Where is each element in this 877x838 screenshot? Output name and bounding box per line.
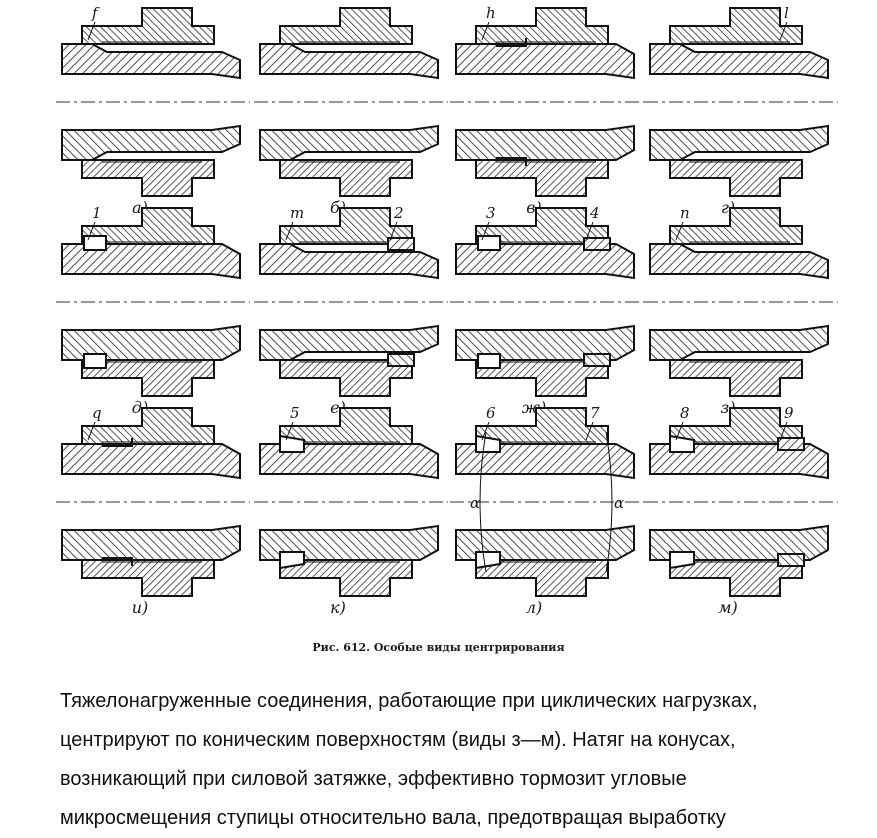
- view-d: 1д): [56, 204, 250, 417]
- angle-mark: α: [470, 494, 480, 512]
- paragraph-line-1: Тяжелонагруженные соединения, работающие…: [60, 690, 758, 712]
- view-b: б): [254, 7, 448, 217]
- paragraph-line-2: центрируют по коническим поверхностям (в…: [60, 729, 736, 751]
- body-paragraph: Тяжелонагруженные соединения, работающие…: [60, 682, 850, 838]
- view-label: м): [718, 598, 738, 617]
- view-k: 5 к): [254, 404, 448, 617]
- callout-label: l: [784, 4, 789, 22]
- callout-label: 4: [589, 204, 600, 222]
- view-label: к): [330, 598, 346, 617]
- callout-label: 1: [92, 204, 102, 222]
- paragraph-line-4: микросмещения ступицы относительно вала,…: [60, 807, 726, 829]
- callout-label: q: [92, 404, 102, 422]
- view-z: nз): [644, 204, 838, 417]
- view-label: и): [132, 598, 149, 617]
- callout-label: m: [290, 204, 304, 222]
- callout-label: 5: [290, 404, 300, 422]
- callout-label: 6: [486, 404, 496, 422]
- figure-caption: Рис. 612. Особые виды центрирования: [312, 641, 565, 654]
- callout-label: 2: [393, 204, 404, 222]
- view-v: hв): [450, 4, 644, 217]
- view-i: q и): [56, 404, 250, 617]
- callout-label: 8: [680, 404, 690, 422]
- callout-label: 7: [590, 404, 600, 422]
- callout-label: f: [91, 4, 100, 22]
- paragraph-line-3: возникающий при силовой затяжке, эффекти…: [60, 768, 687, 790]
- callout-label: h: [486, 4, 496, 22]
- view-g: lг): [644, 4, 838, 217]
- view-l: α α 6 7 л): [450, 404, 644, 617]
- callout-label: 3: [486, 204, 496, 222]
- view-label: л): [526, 598, 542, 617]
- callout-label: 9: [784, 404, 794, 422]
- angle-mark: α: [614, 494, 624, 512]
- callout-label: n: [680, 204, 690, 222]
- view-a: fа): [56, 4, 250, 217]
- view-m: 8 9 м): [644, 404, 838, 617]
